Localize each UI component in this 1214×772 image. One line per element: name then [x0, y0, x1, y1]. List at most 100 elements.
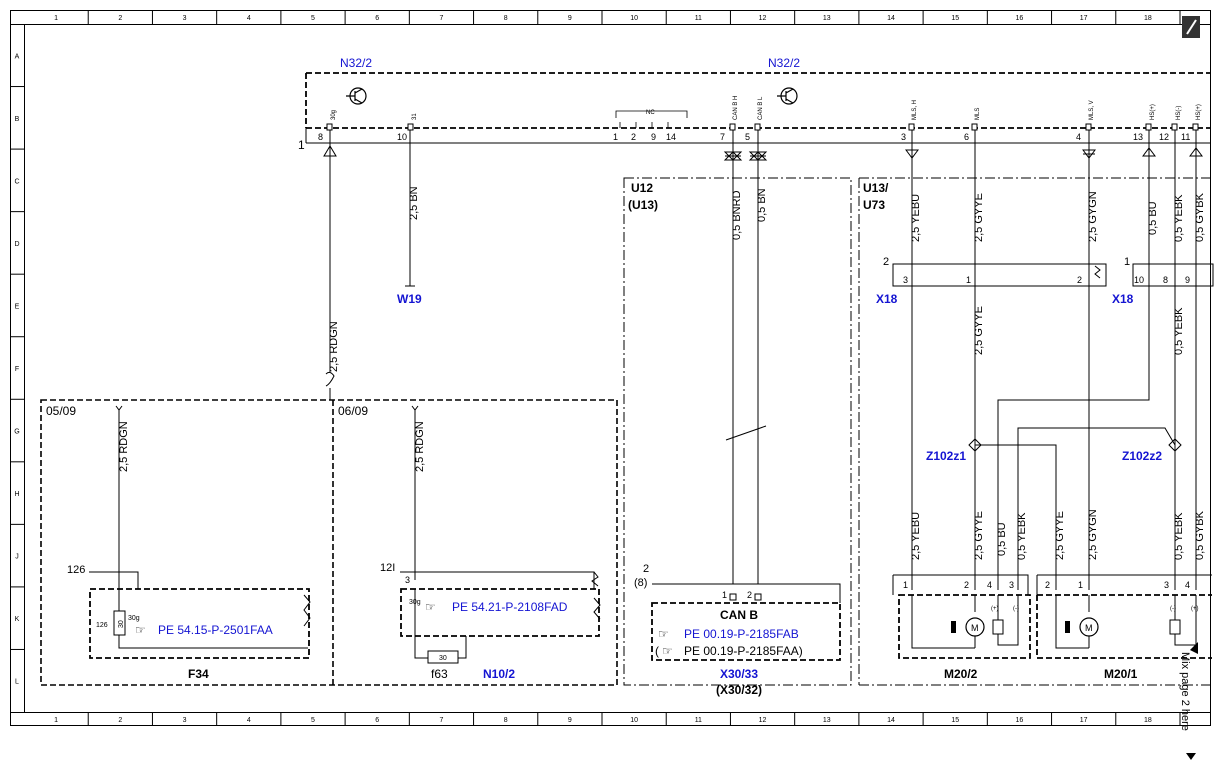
wire-label: 0,5 BN	[756, 188, 768, 222]
ref-link-can2[interactable]: PE 00.19-P-2185FAA)	[684, 644, 803, 658]
page-ref-0509: 05/09	[46, 404, 76, 418]
column-number: 14	[887, 717, 895, 724]
z102z2-label: Z102z2	[1122, 449, 1162, 463]
column-ruler	[10, 10, 1181, 726]
column-number: 6	[375, 15, 379, 22]
pin-label-hsp2: HS(+)	[1196, 104, 1202, 120]
ref-can2-prefix: (	[655, 644, 659, 658]
drawing-frame	[10, 10, 1211, 726]
f34-box	[89, 571, 311, 659]
m201-pin-3: 3	[1164, 580, 1169, 590]
m20-2-label: M20/2	[944, 667, 978, 681]
wires	[329, 130, 1197, 590]
nc-pin-1: 1	[613, 132, 618, 142]
column-number: 16	[1016, 15, 1024, 22]
pin-label-30g: 30g	[331, 110, 337, 120]
nc-pin-9: 9	[651, 132, 656, 142]
motor-icon	[951, 621, 1198, 654]
book-icon: ☞	[658, 627, 669, 641]
x18-pin-1: 1	[966, 275, 971, 285]
ref-link-f34[interactable]: PE 54.15-P-2501FAA	[158, 623, 273, 637]
pin-label-mlsh: MLS, H	[912, 100, 918, 120]
x18-connectors	[892, 263, 1214, 287]
column-number: 17	[1080, 15, 1088, 22]
x18r-pin-1: 1	[1124, 256, 1130, 268]
x18r-pin-8: 8	[1163, 275, 1168, 285]
book-icon: ☞	[425, 600, 436, 614]
column-number: 16	[1016, 717, 1024, 724]
pin-13: 13	[1133, 132, 1143, 142]
column-number: 9	[568, 717, 572, 724]
x18-label-left: X18	[876, 292, 898, 306]
column-number: 5	[311, 717, 315, 724]
page-ref-arrows	[115, 405, 419, 590]
pin-label-hsm: HS(-)	[1176, 106, 1182, 120]
down-arrow-icon	[1186, 753, 1196, 760]
column-number: 13	[823, 717, 831, 724]
wire-label: 0,5 BNRD	[731, 190, 743, 240]
ref-link-n10[interactable]: PE 54.21-P-2108FAD	[452, 600, 568, 614]
column-number: 3	[183, 15, 187, 22]
x30-pin-8: (8)	[634, 577, 647, 589]
pin-8: 8	[318, 132, 323, 142]
row-letter: D	[14, 241, 19, 248]
column-number: 9	[568, 15, 572, 22]
pin-4: 4	[1076, 132, 1081, 142]
wire-label: 0,5 BU	[1147, 201, 1159, 235]
wire-label: 0,5 GYBK	[1194, 510, 1206, 560]
pin-label-mlsv: MLS, V	[1089, 100, 1095, 120]
wire-label: 2,5 RDGN	[328, 321, 340, 372]
n10-pin-3: 3	[405, 575, 410, 585]
column-number: 12	[759, 15, 767, 22]
f34-pin-30g: 30g	[128, 615, 140, 622]
wire-label: 0,5 YEBK	[1173, 307, 1185, 355]
pin-label-mls: MLS	[975, 108, 981, 120]
ref-link-can1[interactable]: PE 00.19-P-2185FAB	[684, 627, 799, 641]
column-number: 4	[247, 717, 251, 724]
fuse-area-boxes	[40, 399, 618, 686]
pin-label-canbl: CAN B L	[758, 96, 764, 120]
m201-pin-1: 1	[1078, 580, 1083, 590]
column-number: 17	[1080, 717, 1088, 724]
column-number: 18	[1144, 717, 1152, 724]
pin-label-hsp: HS(+)	[1150, 104, 1156, 120]
polarity-minus: (-)	[1170, 606, 1176, 612]
x18r-pin-10: 10	[1134, 275, 1144, 285]
x30-33-label: X30/33	[720, 667, 758, 681]
wire-label: 2,5 GYGN	[1087, 191, 1099, 242]
nc-pin-14: 14	[666, 132, 676, 142]
column-number: 1	[54, 717, 58, 724]
transistor-icon	[346, 87, 367, 105]
column-number: 5	[311, 15, 315, 22]
row-letter: C	[14, 178, 19, 185]
wire-label: 0,5 YEBK	[1173, 512, 1185, 560]
wire-label: 2,5 GYYE	[973, 511, 985, 560]
n10-label: N10/2	[483, 667, 515, 681]
motor-m-icon: M	[1085, 623, 1093, 633]
pin-11: 11	[1181, 132, 1190, 142]
row-letter: L	[15, 679, 19, 686]
column-number: 10	[630, 717, 638, 724]
page-ref-0609: 06/09	[338, 404, 368, 418]
column-number: 10	[630, 15, 638, 22]
row-letter: G	[14, 429, 19, 436]
pin-6: 6	[964, 132, 969, 142]
x30-32-label: (X30/32)	[716, 683, 762, 697]
u12-label: U12	[631, 181, 653, 195]
wire-break-marks	[325, 265, 1101, 441]
row-letter: B	[15, 116, 20, 123]
wire-label: 0,5 YEBK	[1173, 194, 1185, 242]
column-number: 7	[439, 15, 443, 22]
x18-pin-3: 3	[903, 275, 908, 285]
m201-pin-4: 4	[1185, 580, 1190, 590]
w19-label: W19	[397, 292, 422, 306]
u13-u73-label-a: U13/	[863, 181, 889, 195]
row-letter: H	[14, 491, 19, 498]
transistor-icon	[777, 87, 798, 105]
nc-bracket	[615, 110, 688, 128]
pin-label-31: 31	[412, 113, 418, 120]
wire-label: 0,5 YEBK	[1016, 512, 1028, 560]
wire-label: 2,5 GYGN	[1087, 509, 1099, 560]
m20-1-label: M20/1	[1104, 667, 1138, 681]
column-number: 1	[54, 15, 58, 22]
